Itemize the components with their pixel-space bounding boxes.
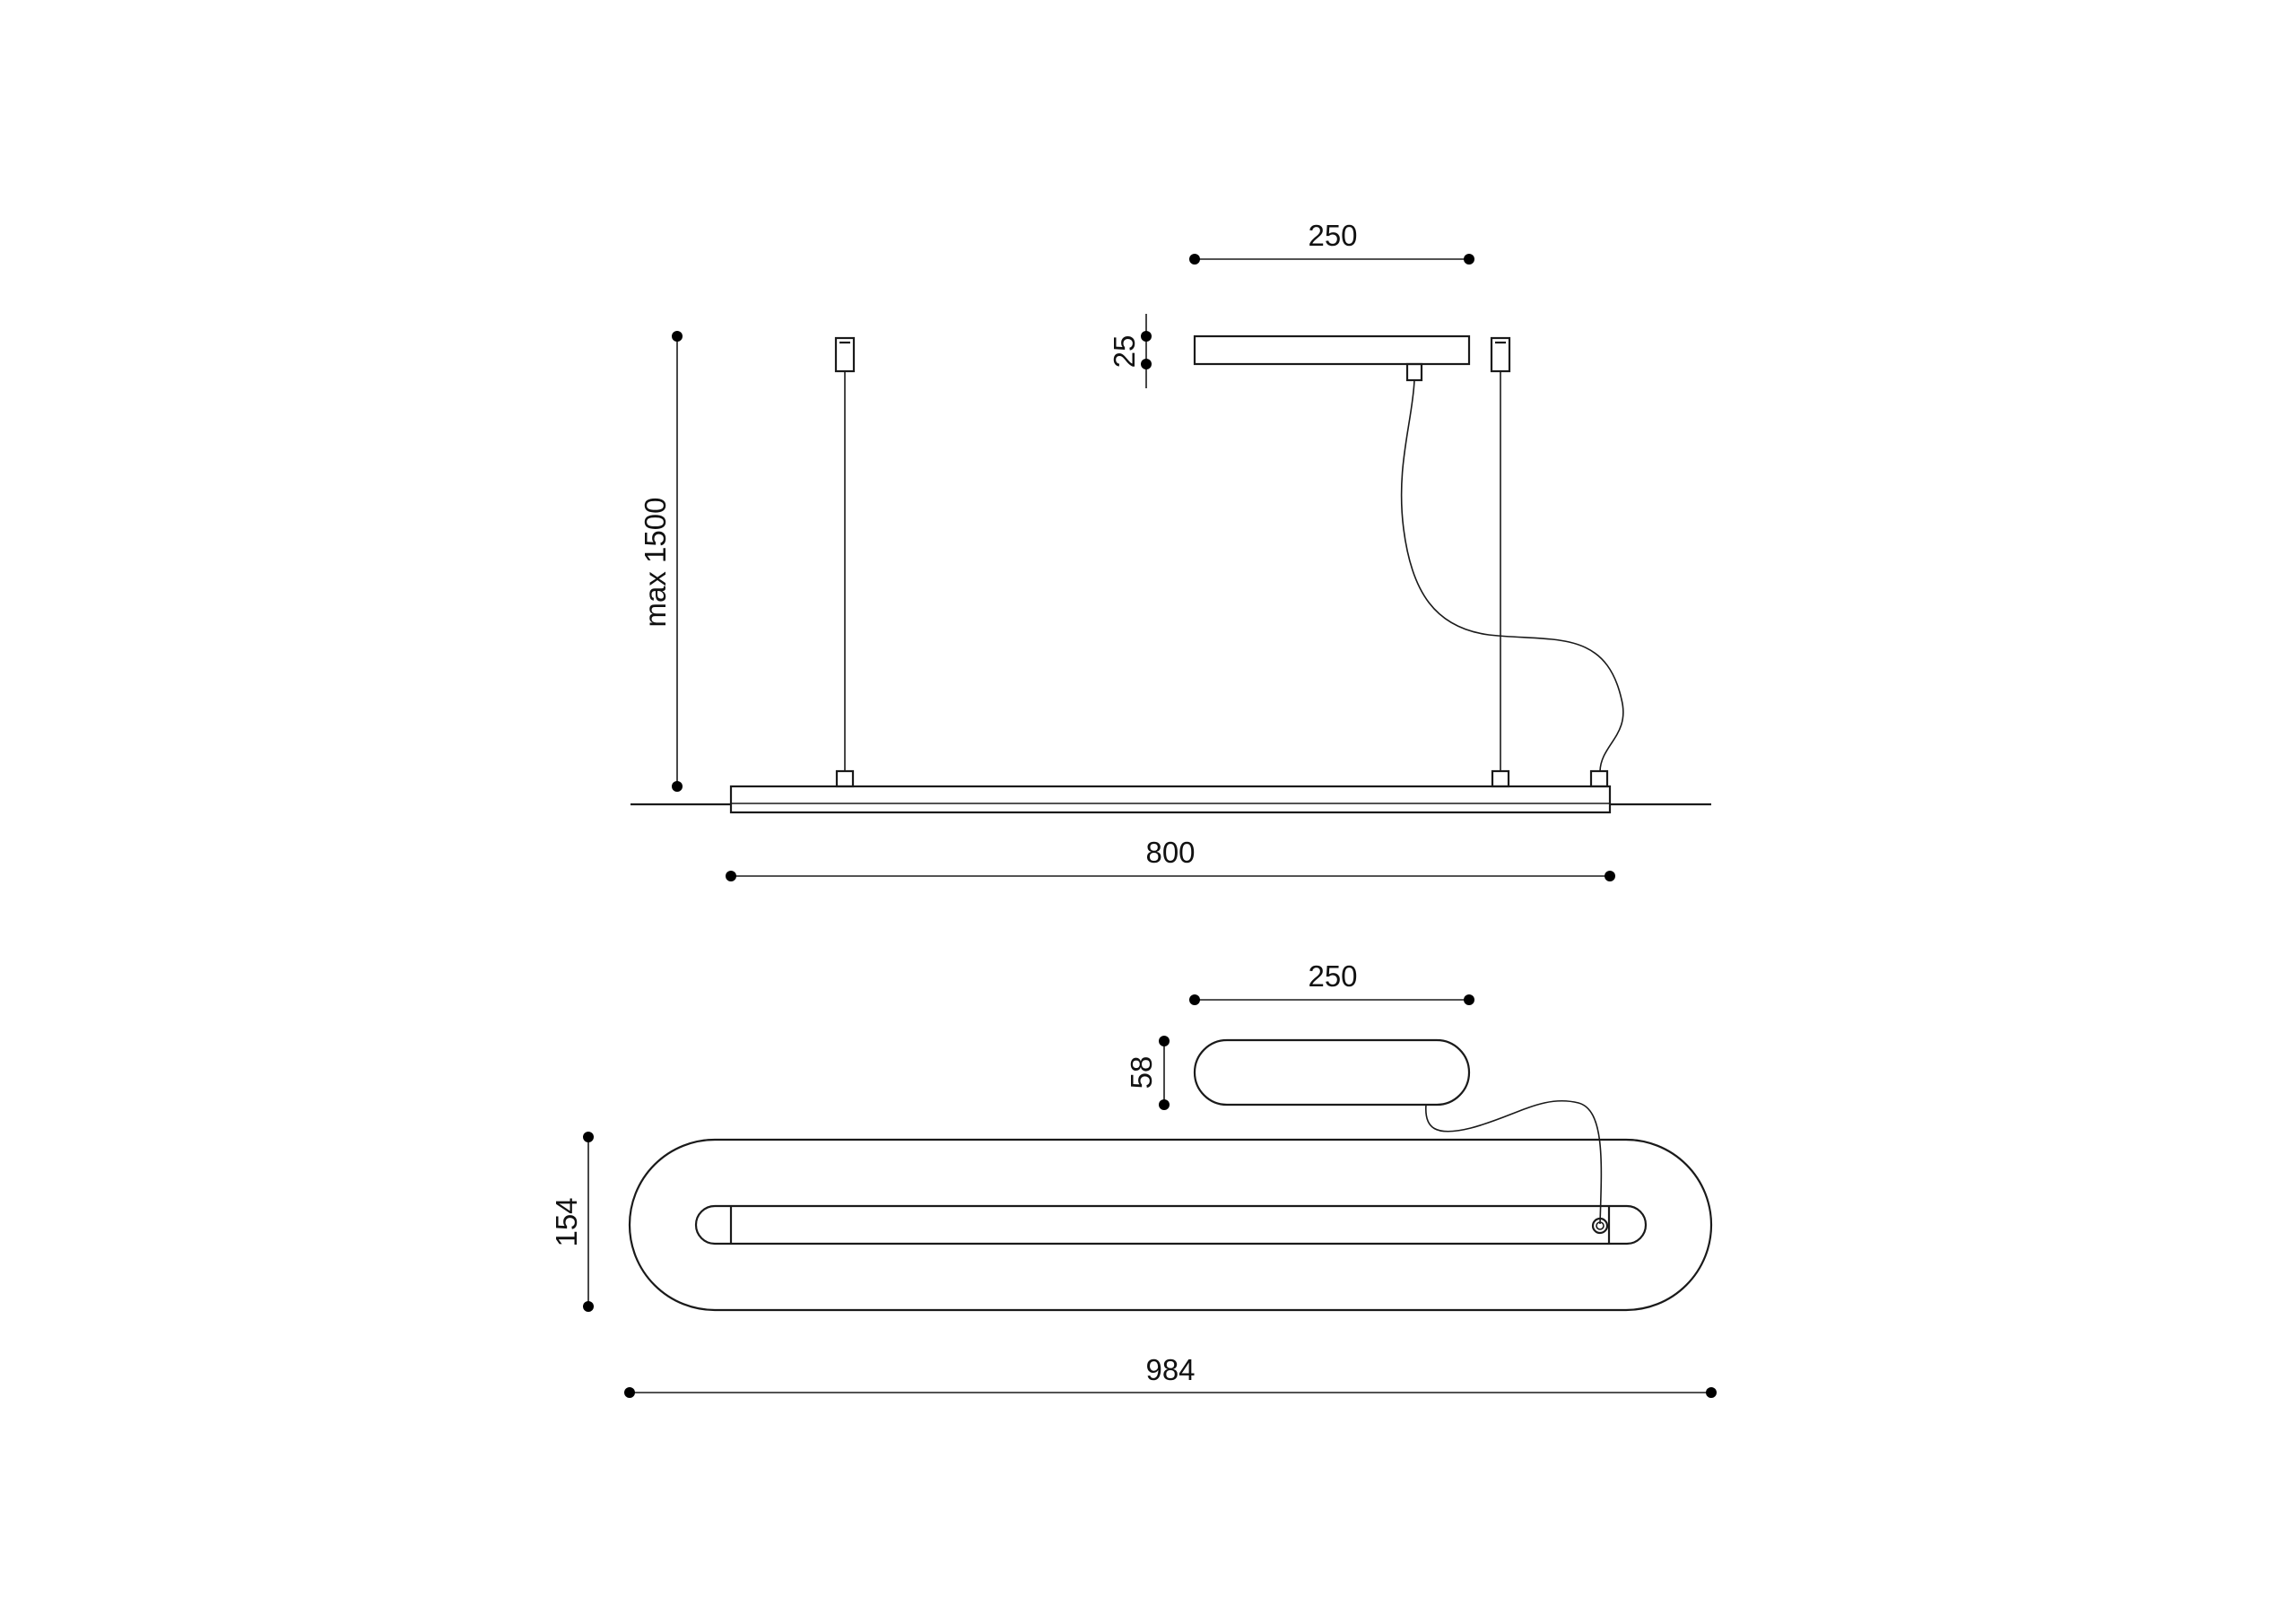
dim-canopy-width-side: 250 (1189, 219, 1474, 265)
canopy-cable-connector (1405, 362, 1423, 382)
dim-body-depth: 154 (550, 1132, 594, 1312)
luminaire-body-side (631, 785, 1711, 814)
dim-label-body-depth: 154 (550, 1197, 583, 1246)
dim-label-canopy-depth-top: 58 (1125, 1056, 1158, 1089)
dim-canopy-width-top: 250 (1189, 959, 1474, 1005)
dim-label-body-length: 800 (1145, 836, 1195, 869)
cable-entry-point-top (1591, 1217, 1609, 1235)
luminaire-body-top (628, 1138, 1713, 1312)
dim-label-canopy-width-side: 250 (1308, 219, 1357, 252)
light-slot (694, 1204, 1648, 1245)
dim-body-length: 800 (726, 836, 1615, 881)
dim-label-canopy-height-side: 25 (1108, 335, 1141, 369)
dim-label-canopy-width-top: 250 (1308, 959, 1357, 993)
side-view: 250 25 (631, 219, 1711, 881)
dim-canopy-depth-top: 58 (1125, 1036, 1170, 1110)
dim-canopy-height-side: 25 (1108, 314, 1152, 388)
suspension-wire-left (834, 336, 856, 788)
cable-entry-clamp (1589, 769, 1609, 788)
ceiling-canopy-top (1193, 1038, 1471, 1107)
dim-overall-length: 984 (624, 1353, 1717, 1398)
dim-max-suspension: max 1500 (639, 331, 683, 792)
top-view: 250 58 154 (550, 959, 1717, 1398)
dim-label-max-suspension: max 1500 (639, 498, 672, 628)
power-cable-top (1425, 1099, 1603, 1225)
suspension-wire-right (1490, 336, 1511, 788)
power-cable-side (1400, 379, 1624, 772)
ceiling-canopy-side (1193, 334, 1471, 366)
dim-label-overall-length: 984 (1145, 1353, 1195, 1386)
